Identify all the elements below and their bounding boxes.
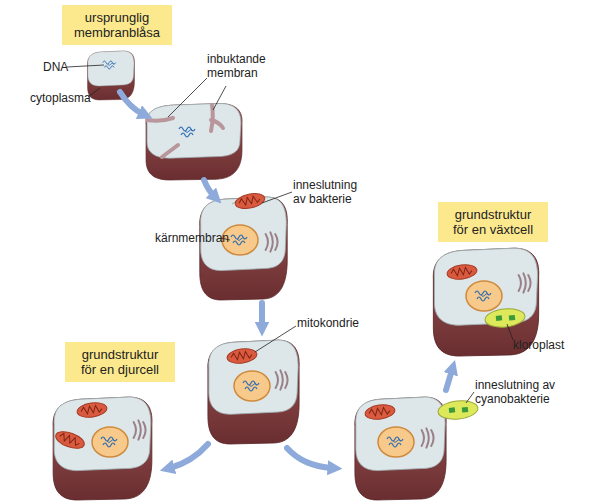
mitochondrion	[226, 347, 258, 365]
process-arrow	[170, 444, 208, 468]
leader-line	[466, 392, 474, 403]
nucleus	[92, 427, 128, 457]
leader-line	[168, 78, 207, 117]
eukaryote-cell	[208, 340, 299, 444]
infolding-membrane	[147, 118, 173, 121]
nucleus	[378, 427, 414, 457]
dna-strand	[103, 61, 116, 69]
part-label: cytoplasma	[30, 91, 91, 105]
process-arrow	[120, 92, 143, 114]
mitochondrion	[76, 401, 108, 419]
leader-line	[262, 192, 292, 203]
part-label: inneslutning av bakterie	[293, 178, 367, 206]
leader-line	[507, 324, 513, 340]
endoplasmic-reticulum	[134, 420, 146, 439]
nucleus	[466, 281, 502, 311]
chloroplast	[484, 307, 526, 329]
engulfing-cell	[200, 197, 288, 300]
part-label: inneslutning av cyanobakterie	[475, 378, 575, 406]
membrane-vesicle	[87, 51, 134, 100]
leader-line	[255, 326, 296, 352]
box-text: grundstruktur för en växtcell	[447, 207, 539, 237]
animal-cell	[53, 397, 152, 500]
part-label: mitokondrie	[297, 316, 359, 330]
part-label: kärnmembran	[155, 231, 229, 245]
box-text: grundstruktur för en djurcell	[74, 347, 166, 377]
leader-line	[67, 65, 104, 67]
endoplasmic-reticulum	[422, 428, 434, 447]
endoplasmic-reticulum	[266, 232, 278, 251]
box-text: ursprunglig membranblåsa	[71, 10, 163, 40]
caption-box: ursprunglig membranblåsa	[62, 5, 172, 45]
process-arrows	[120, 92, 452, 468]
process-arrow	[204, 180, 214, 196]
part-label: inbuktande membran	[207, 52, 277, 80]
cyanobacterium	[437, 399, 479, 421]
mitochondrion	[446, 263, 478, 281]
dna-strand	[179, 127, 195, 137]
infolding-membrane	[162, 145, 178, 157]
nucleus	[234, 371, 270, 401]
process-arrow	[259, 303, 265, 326]
leader-line	[213, 86, 226, 110]
caption-box: grundstruktur för en djurcell	[65, 342, 175, 382]
endoplasmic-reticulum	[519, 273, 531, 292]
engulfing-cell	[355, 397, 446, 500]
part-label: kloroplast	[513, 338, 564, 352]
part-label: DNA	[43, 60, 68, 74]
endoplasmic-reticulum	[276, 370, 288, 389]
process-arrow	[287, 448, 332, 468]
mitochondrion	[54, 428, 87, 451]
bacterium	[234, 191, 266, 211]
infolding-cell	[146, 104, 242, 180]
process-arrow	[446, 370, 452, 390]
mitochondrion	[364, 403, 396, 421]
infolding-membrane	[211, 105, 223, 131]
caption-box: grundstruktur för en växtcell	[438, 202, 548, 242]
